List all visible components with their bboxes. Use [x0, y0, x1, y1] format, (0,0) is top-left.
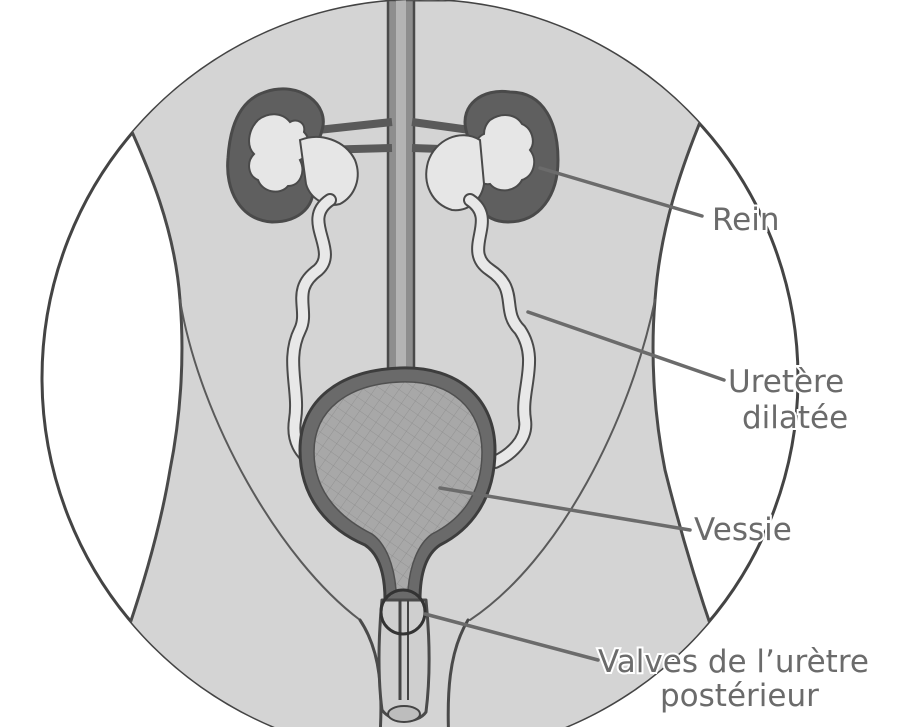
aorta [388, 0, 414, 380]
label-valves-line1: Valves de l’urètre [598, 644, 869, 680]
label-ureter-line2: dilatée [742, 400, 848, 436]
urethra [379, 600, 429, 722]
label-valves-line2: postérieur [660, 678, 819, 714]
label-kidney: Rein [712, 202, 779, 238]
label-ureter-line1: Uretère [728, 364, 844, 400]
label-bladder: Vessie [694, 512, 792, 548]
